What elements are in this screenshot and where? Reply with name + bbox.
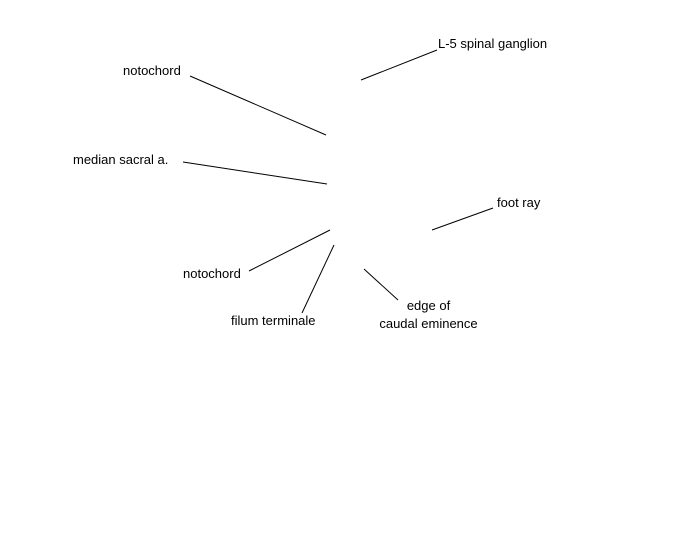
leader-line-filum-terminale — [301, 244, 335, 314]
label-edge-of-caudal-eminence: edge of caudal eminence — [375, 297, 482, 333]
leader-line-notochord-lower — [248, 229, 331, 272]
label-notochord-upper: notochord — [123, 63, 181, 78]
label-l5-spinal-ganglion: L-5 spinal ganglion — [438, 36, 548, 51]
leader-line-median-sacral-a — [182, 161, 328, 185]
label-foot-ray: foot ray — [497, 195, 541, 210]
label-filum-terminale: filum terminale — [231, 313, 316, 328]
leader-line-edge-of-caudal-eminence — [363, 268, 399, 301]
label-edge-of-caudal-eminence-line-1: edge of — [406, 298, 451, 313]
label-median-sacral-a: median sacral a. — [73, 152, 169, 167]
leader-line-l5-spinal-ganglion — [360, 49, 438, 81]
leader-line-foot-ray — [431, 207, 494, 231]
leader-line-notochord-upper — [189, 75, 327, 136]
label-edge-of-caudal-eminence-line-2: caudal eminence — [379, 316, 478, 331]
label-notochord-lower: notochord — [183, 266, 241, 281]
